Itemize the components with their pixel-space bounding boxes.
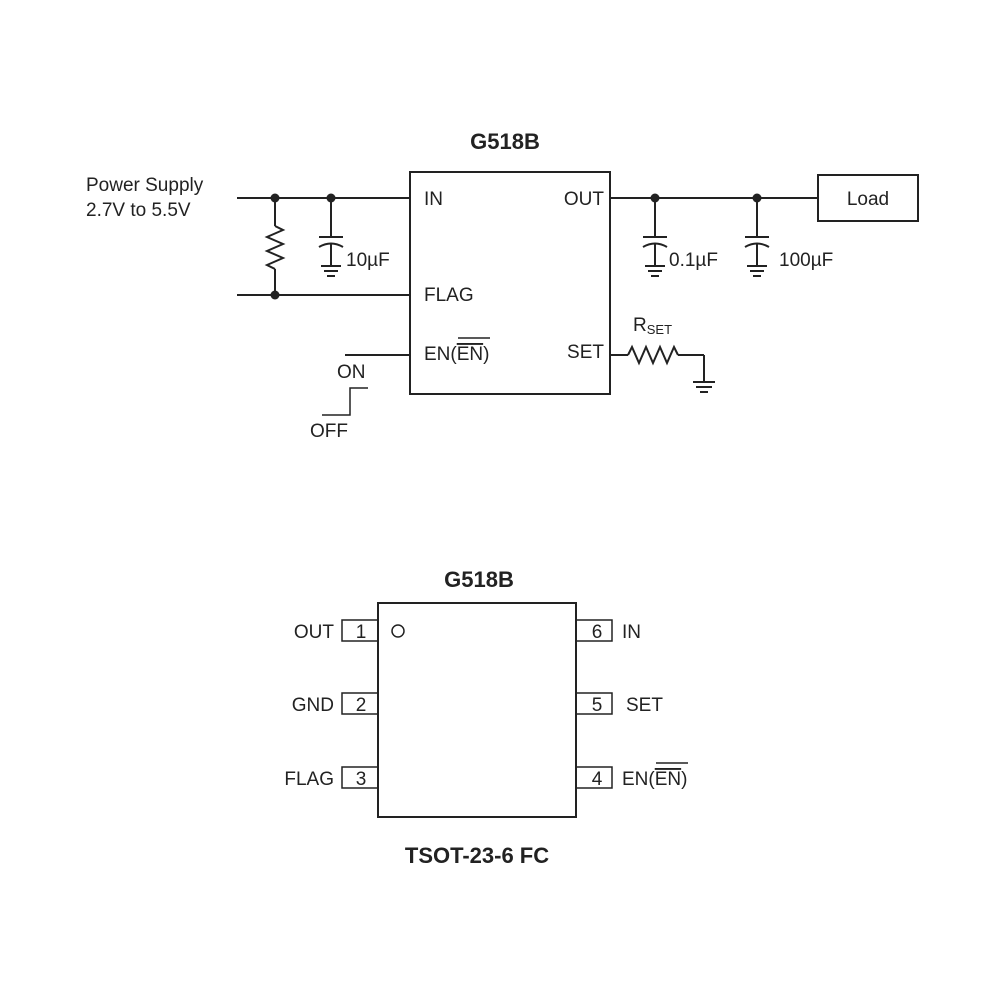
pin-num-5: 5: [592, 695, 603, 716]
package-name: TSOT-23-6 FC: [405, 843, 549, 868]
pin-name-in: IN: [622, 622, 641, 643]
pin-box-3: [341, 766, 379, 789]
pin-en-label: EN(EN): [424, 344, 489, 365]
input-capacitor: [318, 198, 344, 277]
pin-flag-label: FLAG: [424, 285, 474, 306]
pin-box-5: [575, 692, 613, 715]
rset-resistor: [610, 344, 715, 393]
pin-in-label: IN: [424, 189, 443, 210]
pin-box-4: [575, 766, 613, 789]
pin-name-out: OUT: [294, 622, 335, 643]
schematic-title: G518B: [470, 129, 540, 154]
pin1-marker: [391, 624, 405, 638]
application-schematic: G518B IN OUT FLAG EN(EN) SET Power Suppl…: [86, 129, 919, 442]
pin-box-6: [575, 619, 613, 642]
pin-num-1: 1: [356, 622, 367, 643]
package-body: [377, 602, 577, 818]
flag-pullup-resistor: [264, 198, 286, 295]
cap-in-label: 10µF: [346, 250, 390, 271]
output-capacitor-large: [744, 198, 770, 277]
on-off-step-symbol: [322, 387, 368, 416]
pin-name-flag: FLAG: [284, 769, 334, 790]
off-label: OFF: [310, 421, 348, 442]
pin-name-gnd: GND: [292, 695, 334, 716]
pin-num-6: 6: [592, 622, 603, 643]
pin-num-2: 2: [356, 695, 367, 716]
on-label: ON: [337, 362, 366, 383]
pin-num-4: 4: [592, 769, 603, 790]
cap-out1-label: 0.1µF: [669, 250, 718, 271]
ic-body: [409, 171, 611, 395]
pin-num-3: 3: [356, 769, 367, 790]
pin-name-en: EN(EN): [622, 769, 687, 790]
pin-set-label: SET: [567, 342, 604, 363]
pin-box-1: [341, 619, 379, 642]
output-capacitor-small: [642, 198, 668, 277]
load-box: [817, 174, 919, 222]
junction-flag: [270, 290, 280, 300]
pin-name-set: SET: [626, 695, 663, 716]
cap-out2-label: 100µF: [779, 250, 833, 271]
package-title: G518B: [444, 567, 514, 592]
pin-out-label: OUT: [564, 189, 605, 210]
load-label: Load: [847, 189, 889, 210]
power-supply-label: Power Supply: [86, 175, 204, 196]
power-supply-range: 2.7V to 5.5V: [86, 200, 191, 221]
package-pinout: G518B 1 OUT 2 GND 3 FLAG 6 IN 5 SET 4 EN…: [284, 567, 688, 868]
rset-label: RSET: [633, 315, 672, 337]
pin-box-2: [341, 692, 379, 715]
